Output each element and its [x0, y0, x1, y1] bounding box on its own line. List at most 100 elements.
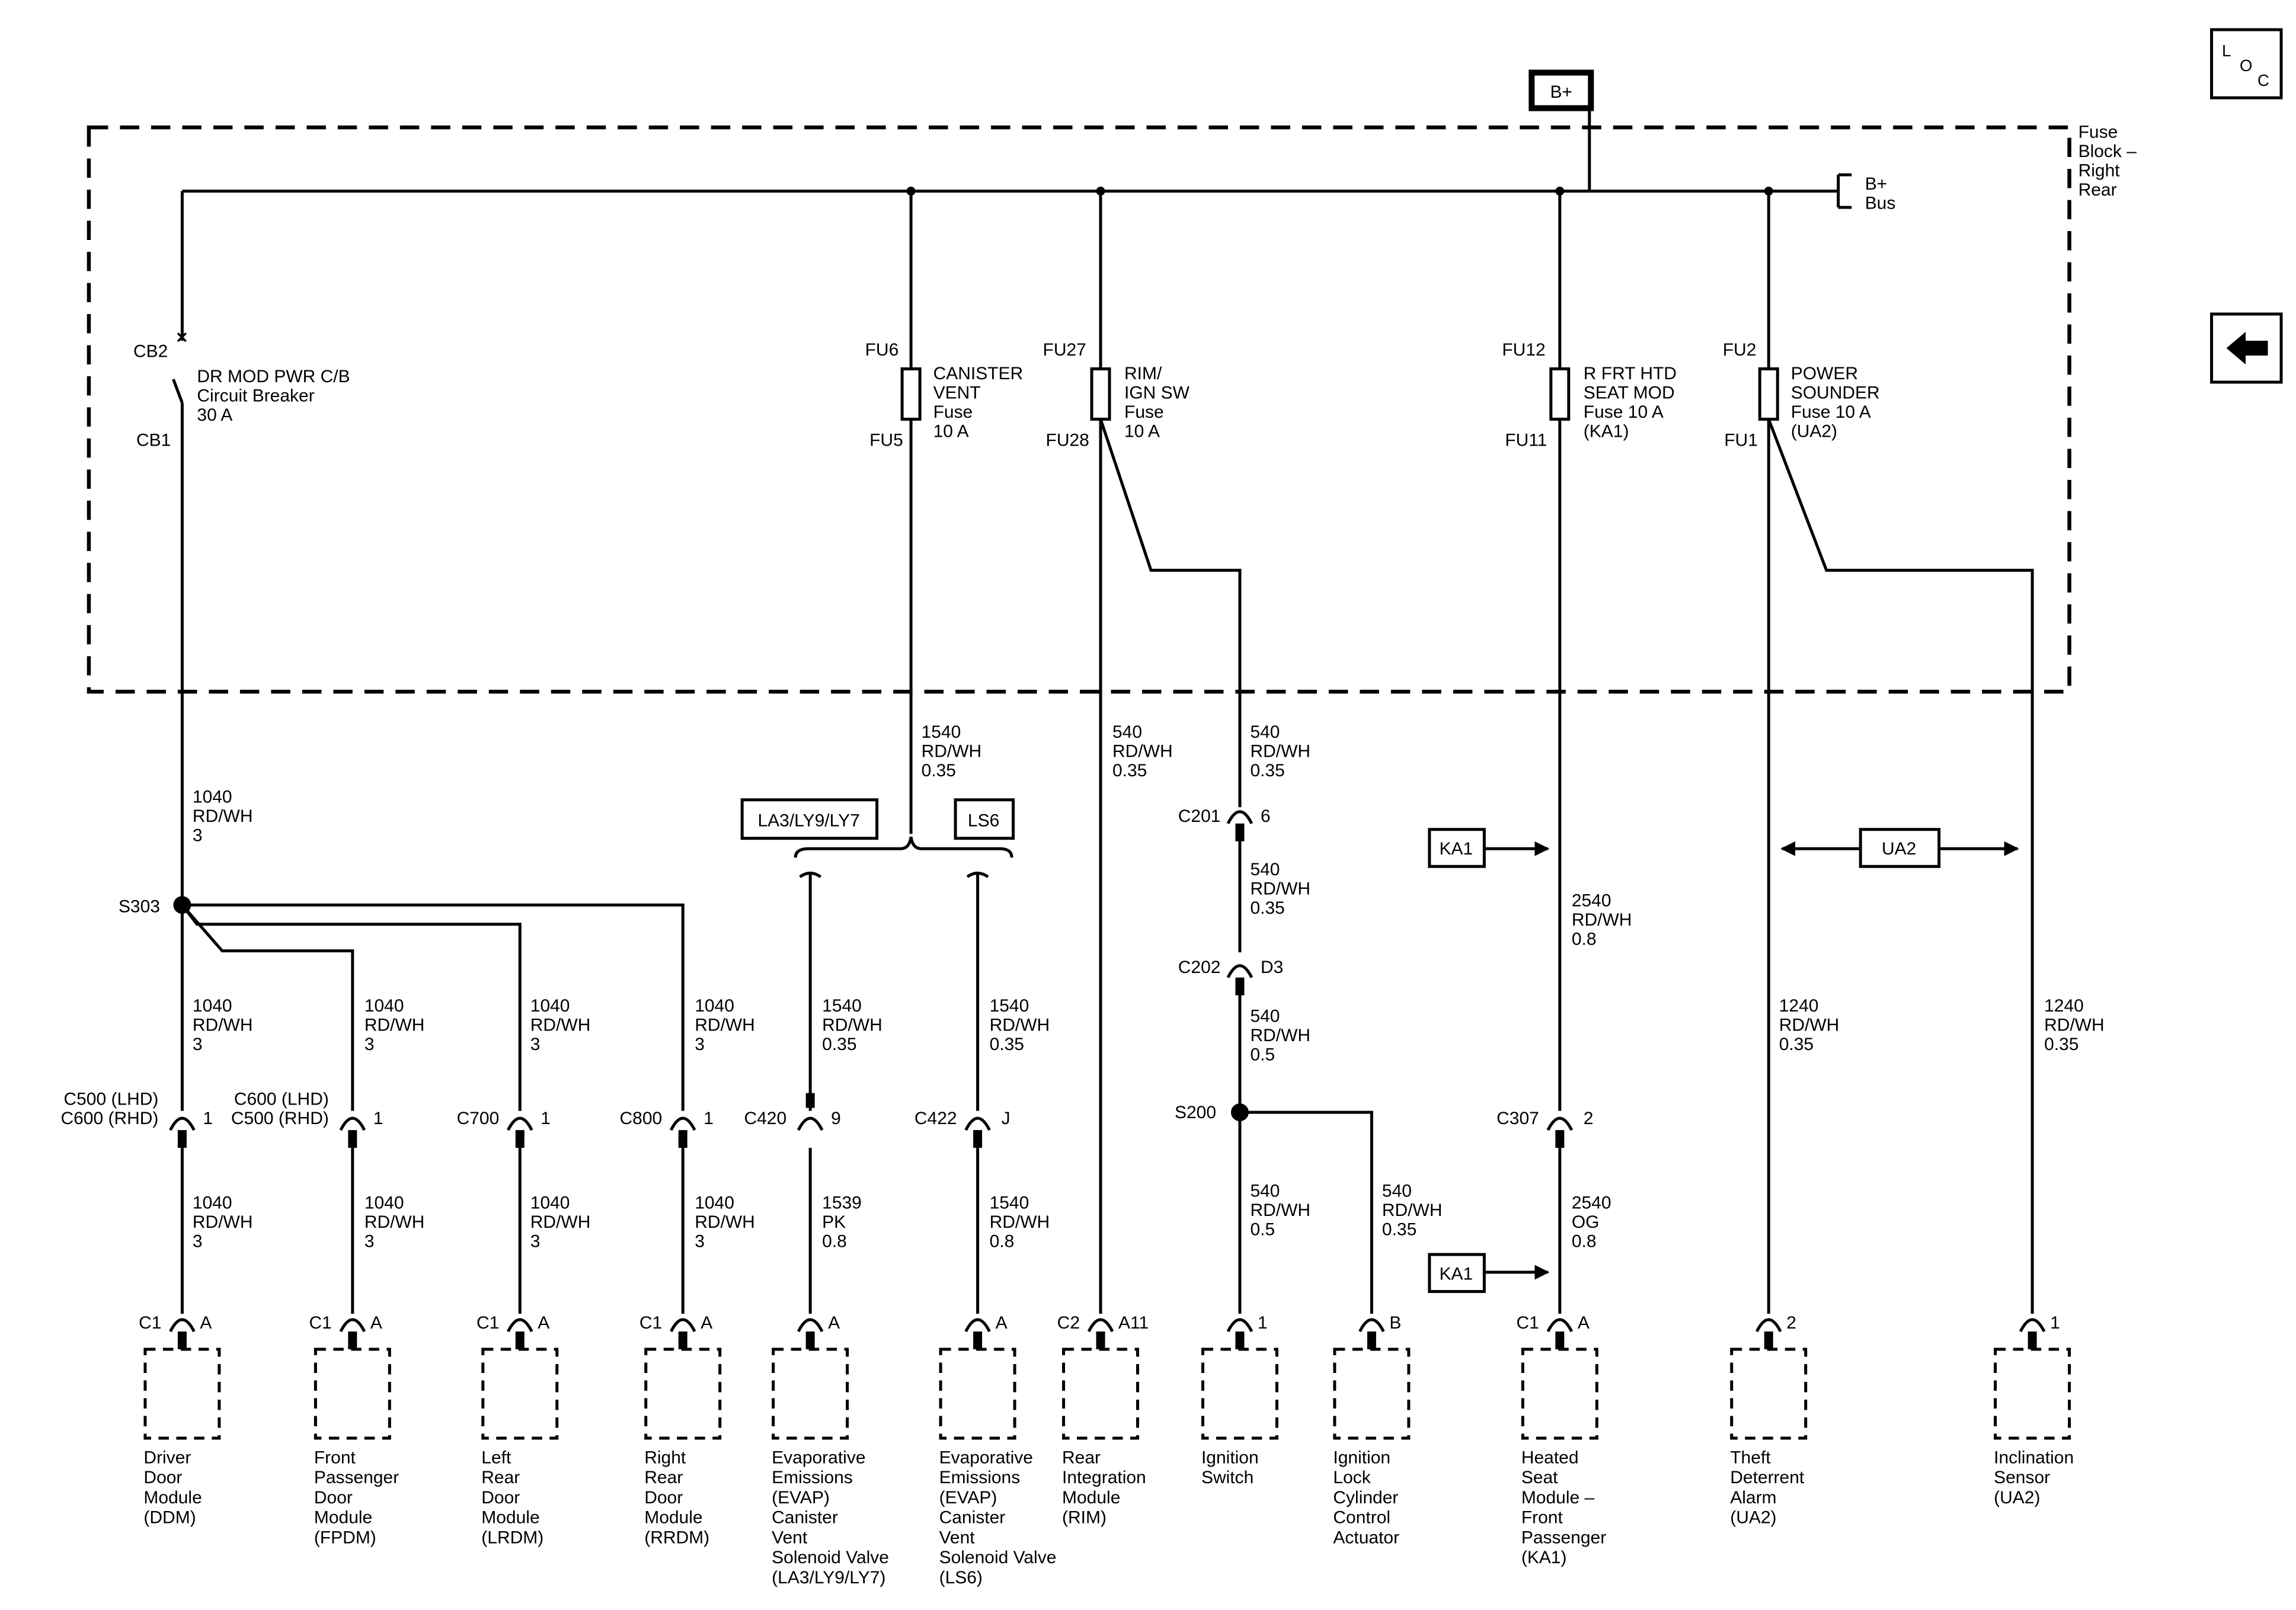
component-pin: B — [1389, 1313, 1401, 1333]
connector-pin: 9 — [831, 1109, 841, 1128]
connector-pin: J — [1002, 1109, 1011, 1128]
ka1-option-lower — [1428, 1253, 1550, 1294]
fuse-block-outline — [87, 125, 2071, 694]
inline-connector — [797, 1093, 824, 1314]
option-la3-ly9-ly7: LA3/LY9/LY7 — [758, 811, 860, 831]
connector-pin: 1 — [203, 1109, 213, 1128]
component-pin: A11 — [1118, 1313, 1149, 1333]
connector-label: C307 — [1496, 1109, 1539, 1128]
component — [1062, 1318, 1140, 1440]
component-conn: C1 — [1516, 1313, 1539, 1333]
component-conn: C1 — [477, 1313, 499, 1333]
loc-l: L — [2222, 41, 2231, 60]
option-ls6: LS6 — [968, 811, 999, 831]
fu5-pin: FU5 — [869, 430, 903, 450]
cb-top-pin: CB2 — [133, 341, 168, 361]
c201-c202-chain — [1226, 810, 1373, 1314]
connector-label: C600 (LHD)C500 (RHD) — [231, 1090, 329, 1128]
loc-o: O — [2240, 56, 2252, 75]
component-conn: C1 — [639, 1313, 662, 1333]
b-plus-source: B+ — [1528, 69, 1594, 111]
component — [481, 1318, 559, 1440]
c201-label: C201 — [1178, 806, 1221, 826]
fuse-rim-ign-sw — [1090, 191, 1242, 1314]
b-plus-label: B+ — [1550, 82, 1573, 102]
component — [314, 1318, 391, 1440]
component-pin: A — [200, 1313, 212, 1333]
inline-connector — [1546, 1116, 1574, 1314]
component-pin: A — [370, 1313, 382, 1333]
inline-connector — [964, 1116, 991, 1314]
component-pin: 1 — [2050, 1313, 2060, 1333]
connector-label: C800 — [620, 1109, 663, 1128]
fuse-power-sounder — [1758, 191, 2034, 1314]
ua2-label: UA2 — [1882, 839, 1916, 859]
connector-label: C422 — [914, 1109, 957, 1128]
inline-connector — [339, 1116, 366, 1314]
option-split — [740, 798, 1015, 1111]
loc-icon[interactable]: L O C — [2210, 28, 2283, 100]
svg-text:×: × — [176, 327, 187, 348]
c202-label: C202 — [1178, 958, 1221, 977]
ka1-lower-label: KA1 — [1440, 1265, 1473, 1284]
rim-ign-fuse-label: RIM/ IGN SW Fuse 10 A — [1124, 364, 1194, 441]
circuit-breaker-cb: × — [172, 191, 187, 905]
fu27-pin: FU27 — [1043, 340, 1086, 360]
component-pin: 2 — [1786, 1313, 1796, 1333]
splice-s303 — [173, 896, 685, 1111]
component-conn: C2 — [1057, 1313, 1080, 1333]
connector-pin: 1 — [373, 1109, 383, 1128]
c202-pin: D3 — [1261, 958, 1283, 977]
b-plus-bus — [182, 108, 1852, 209]
component — [143, 1318, 221, 1440]
loc-c: C — [2257, 71, 2269, 89]
fu12-pin: FU12 — [1502, 340, 1545, 360]
component-pin: A — [1578, 1313, 1590, 1333]
fuse-heated-seat — [1549, 191, 1571, 1111]
component — [939, 1318, 1016, 1440]
c201-pin: 6 — [1261, 806, 1271, 826]
fu11-pin: FU11 — [1505, 430, 1547, 450]
component — [644, 1318, 722, 1440]
connector-pin: 1 — [541, 1109, 551, 1128]
component-pin: A — [828, 1313, 840, 1333]
component-conn: C1 — [309, 1313, 332, 1333]
cb-label: DR MOD PWR C/B Circuit Breaker 30 A — [197, 367, 355, 425]
fuse-canister-vent — [900, 191, 922, 834]
inline-connector — [669, 1116, 696, 1314]
fu6-pin: FU6 — [865, 340, 899, 360]
component-pin: A — [538, 1313, 549, 1333]
power-sounder-fuse-label: POWER SOUNDER Fuse 10 A (UA2) — [1791, 364, 1885, 441]
canister-vent-fuse-label: CANISTER VENT Fuse 10 A — [933, 364, 1028, 441]
ua2-option — [1780, 828, 2019, 868]
ka1-upper-label: KA1 — [1440, 839, 1473, 859]
component-pin: A — [996, 1313, 1008, 1333]
component — [1521, 1318, 1598, 1440]
back-arrow-icon[interactable] — [2210, 312, 2283, 384]
component — [1333, 1318, 1411, 1440]
